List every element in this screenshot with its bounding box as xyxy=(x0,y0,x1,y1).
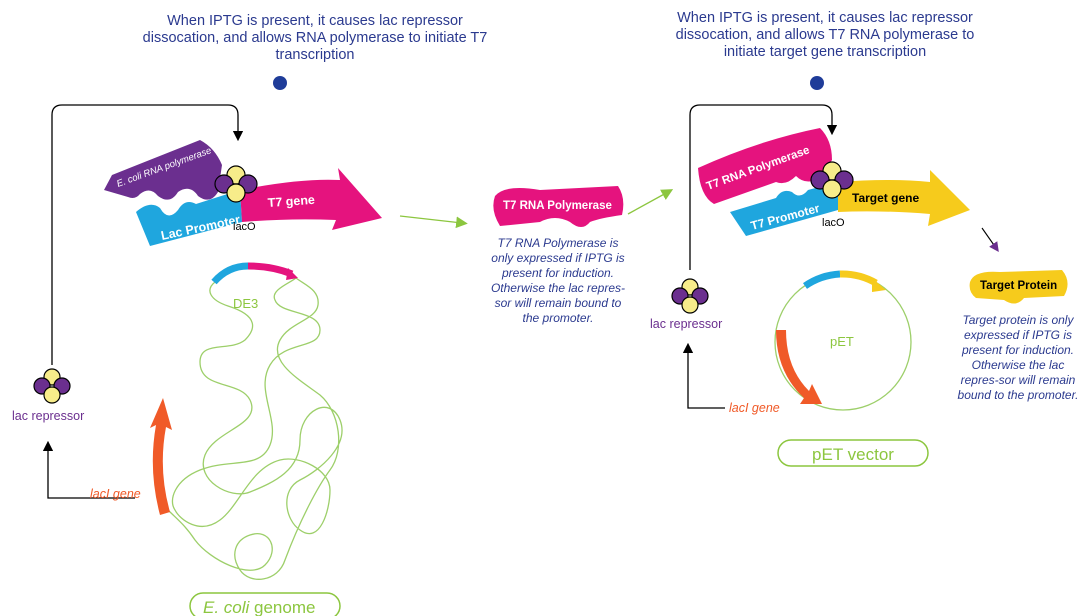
de3-segment-arrowhead xyxy=(286,268,298,280)
de3-magenta-segment xyxy=(247,262,294,278)
caption-right: When IPTG is present, it causes lac repr… xyxy=(675,10,975,60)
de3-label: DE3 xyxy=(233,296,258,311)
pet-yellow-segment xyxy=(839,270,878,287)
laco-label-right: lacO xyxy=(822,217,845,229)
t7-gene-label: T7 gene xyxy=(267,193,315,210)
target-gene-to-protein-arrow xyxy=(981,227,999,253)
target-gene-label: Target gene xyxy=(852,191,919,205)
target-protein-shape: Target Protein xyxy=(969,270,1068,304)
target-protein-label: Target Protein xyxy=(980,280,1057,292)
laci-gene-arrow-left xyxy=(150,398,172,515)
lac-repressor-label-left: lac repressor xyxy=(12,409,84,423)
ecoli-genome-label-italic: E. coli xyxy=(203,598,251,616)
ecoli-genome-label-rest: genome xyxy=(249,598,315,616)
t7-gene-arrow: T7 gene xyxy=(240,168,382,230)
t7-polymerase-product-label: T7 RNA Polymerase xyxy=(503,200,612,212)
bound-lac-repressor-right xyxy=(810,161,854,199)
bound-lac-repressor-left xyxy=(214,165,258,203)
lac-repressor-label-right: lac repressor xyxy=(650,317,722,331)
lac-repressor-icon-left xyxy=(33,368,71,404)
ecoli-genome-strand xyxy=(167,277,343,580)
ecoli-genome-pill xyxy=(189,592,341,616)
pet-cyan-segment xyxy=(803,270,841,289)
repressor-feedback-arrow-left xyxy=(51,104,244,365)
lac-promoter-shape: Lac Promoter xyxy=(136,190,242,246)
ecoli-rna-polymerase-shape: E. coli RNA polymerase xyxy=(104,140,222,200)
lac-repressor-icon-right xyxy=(671,278,709,314)
iptg-dot-right xyxy=(810,76,824,90)
green-arrow-left-to-middle xyxy=(399,215,468,229)
repressor-feedback-arrow-right xyxy=(689,104,838,270)
laci-gene-arrow-right xyxy=(776,330,822,404)
pet-vector-pill xyxy=(777,439,929,467)
ecoli-genome-label: E. coli genome xyxy=(203,598,315,616)
laco-label-left: lacO xyxy=(233,221,256,233)
t7-polymerase-note: T7 RNA Polymerase is only expressed if I… xyxy=(490,236,626,325)
t7-polymerase-product: T7 RNA Polymerase xyxy=(493,186,624,227)
caption-left: When IPTG is present, it causes lac repr… xyxy=(142,13,488,63)
pet-inner-label: pET xyxy=(830,334,854,349)
laci-expression-arrow-left xyxy=(42,440,135,499)
target-gene-arrow: Target gene xyxy=(838,170,970,226)
target-protein-note: Target protein is only expressed if IPTG… xyxy=(957,313,1079,402)
laci-expression-arrow-right xyxy=(682,342,725,409)
pet-vector-label: pET vector xyxy=(812,445,894,464)
green-arrow-middle-to-right xyxy=(627,189,674,215)
pet-segment-arrowhead xyxy=(872,278,886,292)
iptg-dot-left xyxy=(273,76,287,90)
de3-cyan-segment xyxy=(211,262,249,285)
laci-gene-label-right: lacI gene xyxy=(729,401,780,415)
laci-gene-label-left: lacI gene xyxy=(90,487,141,501)
